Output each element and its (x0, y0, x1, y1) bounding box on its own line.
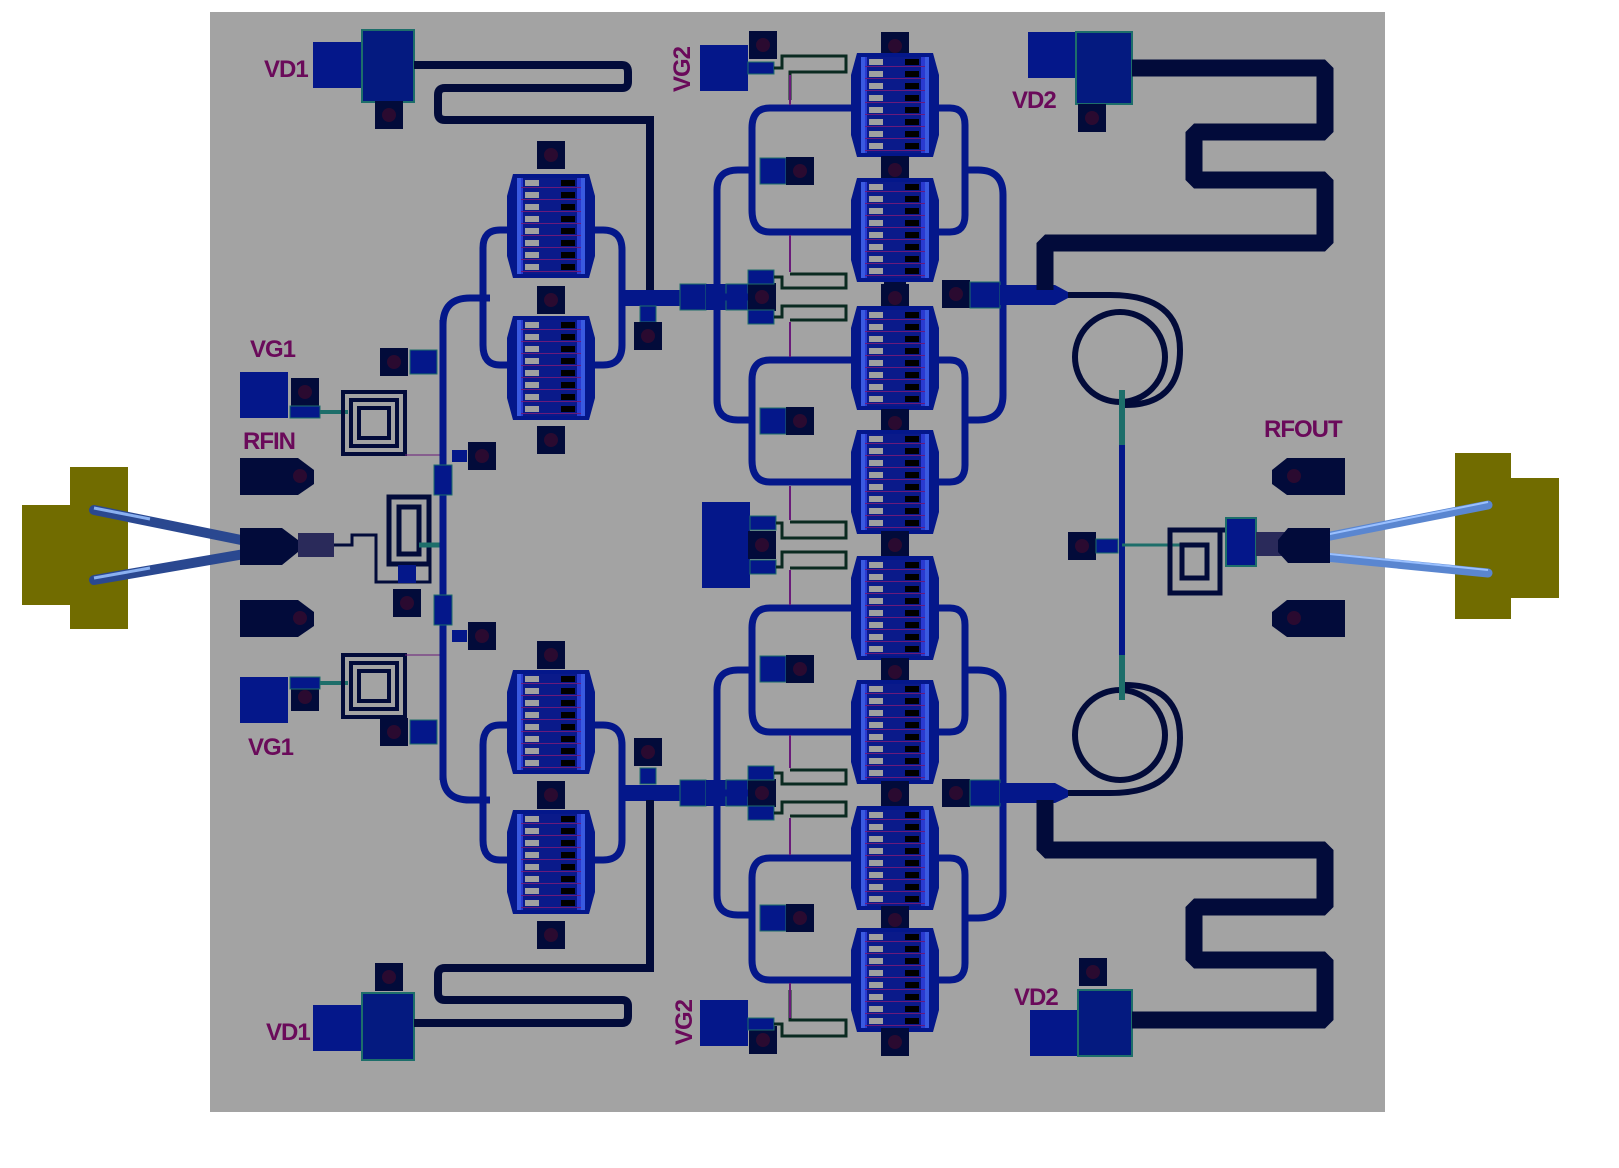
vg2-bottom-pad (700, 990, 848, 1054)
vd1-bottom-bias (313, 800, 654, 1061)
label-vg1-bottom: VG1 (248, 734, 294, 761)
input-stage-bottom (479, 641, 682, 949)
vg1-bottom-pad (240, 676, 348, 723)
label-vd2-top: VD2 (1012, 87, 1056, 114)
vg1-top-spiral (341, 390, 407, 456)
input-spiral-inductor (386, 494, 440, 567)
vd1-top-bias (313, 29, 654, 290)
input-stage-top (479, 141, 682, 454)
label-vg1-top: VG1 (250, 336, 296, 363)
gate-feed-top (713, 104, 853, 486)
output-stage-column (851, 32, 939, 1056)
input-splitter (380, 294, 496, 804)
rfin-pads (240, 458, 432, 637)
output-matching (1068, 517, 1330, 596)
center-bias-block (702, 502, 848, 588)
label-vd2-bottom: VD2 (1014, 984, 1058, 1011)
label-vg2-bottom: VG2 (671, 999, 698, 1045)
label-vd1-bottom: VD1 (266, 1019, 310, 1046)
rfout-ground-pads (1272, 458, 1345, 637)
gate-bypass-caps (759, 157, 814, 932)
label-rfin: RFIN (243, 428, 295, 455)
interstage-bottom (679, 765, 848, 821)
input-probe (22, 467, 261, 629)
gate-feed-bottom (713, 604, 853, 984)
vg2-top-pad (700, 31, 848, 100)
label-vd1-top: VD1 (264, 56, 308, 83)
vd2-bottom-bias (1030, 800, 1334, 1057)
output-junction-bottom (942, 682, 1184, 807)
vg1-bottom-spiral (341, 653, 407, 719)
label-vg2-top: VG2 (669, 46, 696, 92)
vd2-top-bias (1028, 31, 1334, 290)
label-rfout: RFOUT (1264, 416, 1343, 443)
